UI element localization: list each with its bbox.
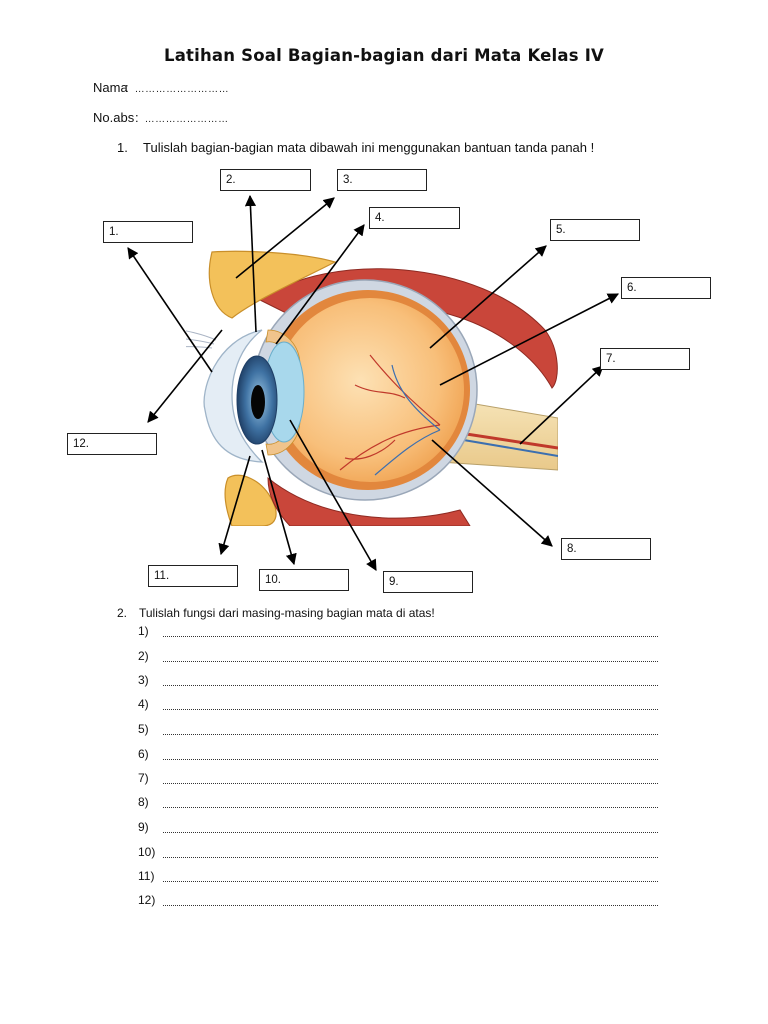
lower-muscle [267, 476, 471, 526]
label-box-10[interactable]: 10. [259, 569, 349, 591]
answer-number: 3) [138, 673, 149, 687]
answer-line[interactable] [163, 783, 658, 784]
answer-number: 8) [138, 795, 149, 809]
answer-row-8[interactable]: 8) [138, 795, 658, 815]
answer-number: 2) [138, 649, 149, 663]
answer-number: 6) [138, 747, 149, 761]
answer-number: 7) [138, 771, 149, 785]
answer-row-11[interactable]: 11) [138, 869, 658, 889]
answer-line[interactable] [163, 857, 658, 858]
label-box-1[interactable]: 1. [103, 221, 193, 243]
answer-line[interactable] [163, 881, 658, 882]
label-box-7[interactable]: 7. [600, 348, 690, 370]
label-box-6[interactable]: 6. [621, 277, 711, 299]
answer-number: 1) [138, 624, 149, 638]
answer-line[interactable] [163, 905, 658, 906]
answer-number: 12) [138, 893, 156, 907]
pupil [251, 385, 265, 419]
answer-line[interactable] [163, 734, 658, 735]
answer-row-6[interactable]: 6) [138, 747, 658, 767]
cornea [203, 329, 264, 463]
answer-line[interactable] [163, 709, 658, 710]
answer-line[interactable] [163, 636, 658, 637]
question-2-text: Tulislah fungsi dari masing-masing bagia… [139, 606, 435, 620]
answer-line[interactable] [163, 832, 658, 833]
noabs-blank[interactable]: …………………… [144, 114, 229, 125]
question-1-number: 1. [117, 140, 128, 155]
name-colon: : [125, 80, 129, 95]
answer-row-12[interactable]: 12) [138, 893, 658, 913]
answer-number: 10) [138, 845, 156, 859]
answer-row-1[interactable]: 1) [138, 624, 658, 644]
label-box-3[interactable]: 3. [337, 169, 427, 191]
answer-line[interactable] [163, 759, 658, 760]
answer-row-2[interactable]: 2) [138, 649, 658, 669]
noabs-colon: : [135, 110, 139, 125]
answer-line[interactable] [163, 807, 658, 808]
answer-line[interactable] [163, 685, 658, 686]
answer-row-3[interactable]: 3) [138, 673, 658, 693]
label-arrows [127, 194, 619, 571]
lower-fat-pad [224, 474, 277, 526]
answer-number: 5) [138, 722, 149, 736]
answer-number: 9) [138, 820, 149, 834]
question-2-number: 2. [117, 606, 128, 620]
label-box-5[interactable]: 5. [550, 219, 640, 241]
name-field: Nama: ……………………… [93, 80, 229, 95]
answer-row-4[interactable]: 4) [138, 697, 658, 717]
answer-number: 11) [138, 869, 155, 883]
label-box-4[interactable]: 4. [369, 207, 460, 229]
noabs-field: No.abs: …………………… [93, 110, 229, 125]
page-title: Latihan Soal Bagian-bagian dari Mata Kel… [163, 46, 604, 65]
answer-row-5[interactable]: 5) [138, 722, 658, 742]
name-label: Nama [93, 80, 128, 95]
label-box-11[interactable]: 11. [148, 565, 238, 587]
name-blank[interactable]: ……………………… [134, 84, 230, 95]
label-box-12[interactable]: 12. [67, 433, 157, 455]
answer-line[interactable] [163, 661, 658, 662]
answer-row-10[interactable]: 10) [138, 845, 658, 865]
answer-number: 4) [138, 697, 149, 711]
answer-row-7[interactable]: 7) [138, 771, 658, 791]
upper-fat-pad [208, 250, 337, 319]
label-box-9[interactable]: 9. [383, 571, 473, 593]
question-1-text: Tulislah bagian-bagian mata dibawah ini … [143, 140, 595, 155]
answer-row-9[interactable]: 9) [138, 820, 658, 840]
label-box-8[interactable]: 8. [561, 538, 651, 560]
label-box-2[interactable]: 2. [220, 169, 311, 191]
noabs-label: No.abs [93, 110, 135, 125]
